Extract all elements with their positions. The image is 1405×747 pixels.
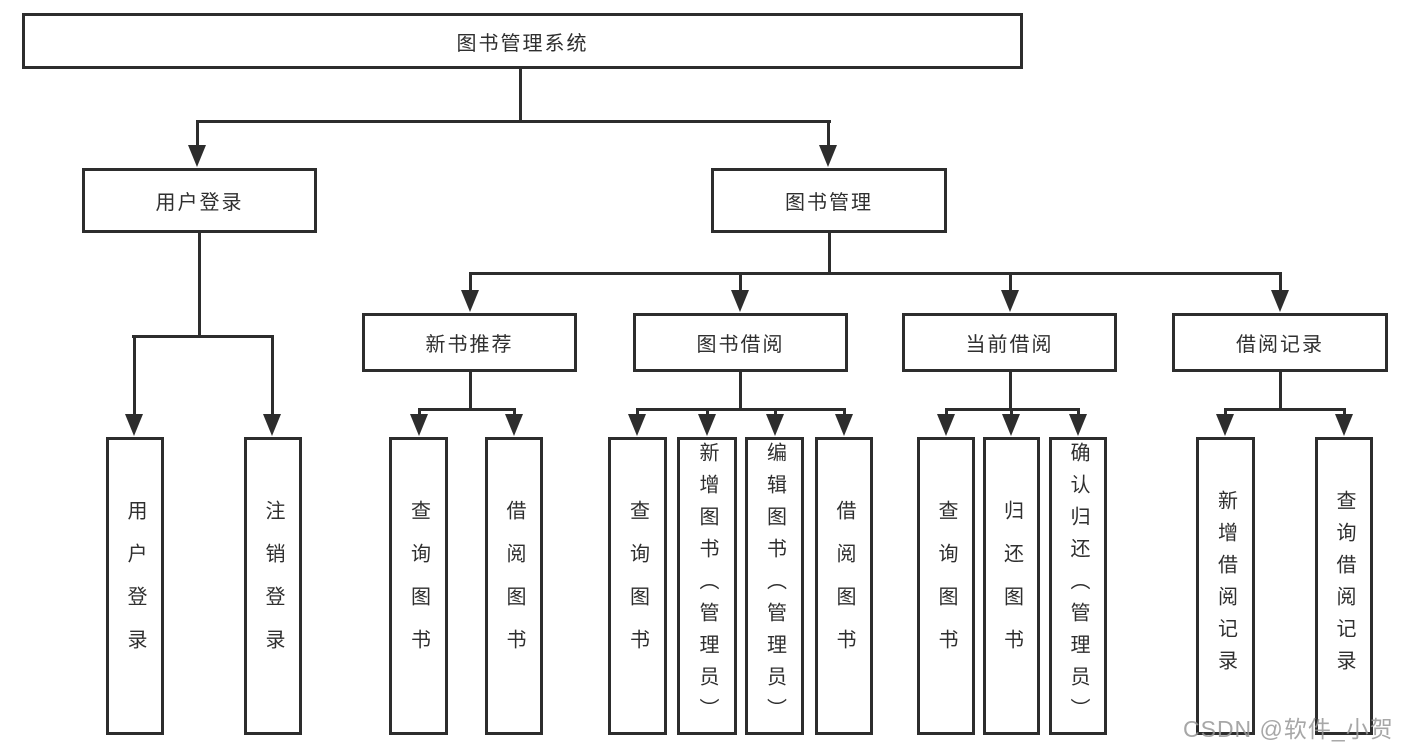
arrow-down-icon — [1335, 414, 1353, 436]
leaf-logout: 注销登录 — [244, 437, 302, 735]
leaf-add-books-admin: 新增图书（管理员） — [677, 437, 737, 735]
leaf-borrow-books: 借阅图书 — [815, 437, 873, 735]
node-user-login: 用户登录 — [82, 168, 317, 233]
arrow-down-icon — [410, 414, 428, 436]
connector-line — [636, 408, 845, 411]
leaf-user-login: 用户登录 — [106, 437, 164, 735]
connector-line — [636, 408, 639, 417]
leaf-query-books-borrow: 查询图书 — [608, 437, 667, 735]
connector-line — [418, 408, 421, 417]
watermark-text: CSDN @软件_小贺同学 — [1183, 716, 1394, 742]
connector-line — [1009, 272, 1012, 292]
connector-line — [774, 408, 777, 417]
connector-line — [828, 232, 831, 275]
connector-line — [469, 372, 472, 411]
connector-line — [1279, 272, 1282, 292]
connector-line — [196, 120, 831, 123]
arrow-down-icon — [937, 414, 955, 436]
connector-line — [1010, 408, 1013, 417]
connector-line — [132, 335, 274, 338]
arrow-down-icon — [819, 145, 837, 167]
arrow-down-icon — [835, 414, 853, 436]
leaf-query-books-recommend: 查询图书 — [389, 437, 448, 735]
leaf-confirm-return-admin: 确认归还（管理员） — [1049, 437, 1107, 735]
connector-line — [196, 120, 199, 149]
arrow-down-icon — [1216, 414, 1234, 436]
connector-line — [519, 68, 522, 123]
connector-line — [198, 232, 201, 338]
connector-line — [469, 272, 1282, 275]
connector-line — [706, 408, 709, 417]
connector-line — [1279, 372, 1282, 411]
connector-line — [513, 408, 516, 417]
connector-line — [1077, 408, 1080, 417]
arrow-down-icon — [461, 290, 479, 312]
arrow-down-icon — [1001, 290, 1019, 312]
node-library-system: 图书管理系统 — [22, 13, 1023, 69]
leaf-query-borrow-record: 查询借阅记录 — [1315, 437, 1373, 735]
arrow-down-icon — [731, 290, 749, 312]
arrow-down-icon — [1271, 290, 1289, 312]
arrow-down-icon — [1069, 414, 1087, 436]
leaf-add-borrow-record: 新增借阅记录 — [1196, 437, 1255, 735]
connector-line — [827, 120, 830, 149]
connector-line — [1224, 408, 1346, 411]
node-book-management: 图书管理 — [711, 168, 947, 233]
arrow-down-icon — [766, 414, 784, 436]
arrow-down-icon — [263, 414, 281, 436]
connector-line — [843, 408, 846, 417]
leaf-query-books-current: 查询图书 — [917, 437, 975, 735]
connector-line — [1224, 408, 1227, 417]
connector-line — [271, 335, 274, 416]
arrow-down-icon — [505, 414, 523, 436]
leaf-return-books: 归还图书 — [983, 437, 1040, 735]
connector-line — [1009, 372, 1012, 411]
connector-line — [945, 408, 948, 417]
leaf-edit-books-admin: 编辑图书（管理员） — [745, 437, 804, 735]
connector-line — [739, 372, 742, 411]
node-book-borrow: 图书借阅 — [633, 313, 848, 372]
connector-line — [418, 408, 516, 411]
connector-line — [469, 272, 472, 292]
arrow-down-icon — [125, 414, 143, 436]
connector-line — [1343, 408, 1346, 417]
node-borrow-records: 借阅记录 — [1172, 313, 1388, 372]
arrow-down-icon — [698, 414, 716, 436]
connector-line — [739, 272, 742, 292]
connector-line — [133, 335, 136, 416]
arrow-down-icon — [188, 145, 206, 167]
node-current-borrow: 当前借阅 — [902, 313, 1117, 372]
arrow-down-icon — [628, 414, 646, 436]
leaf-borrow-books-recommend: 借阅图书 — [485, 437, 543, 735]
node-new-book-recommend: 新书推荐 — [362, 313, 577, 372]
arrow-down-icon — [1002, 414, 1020, 436]
